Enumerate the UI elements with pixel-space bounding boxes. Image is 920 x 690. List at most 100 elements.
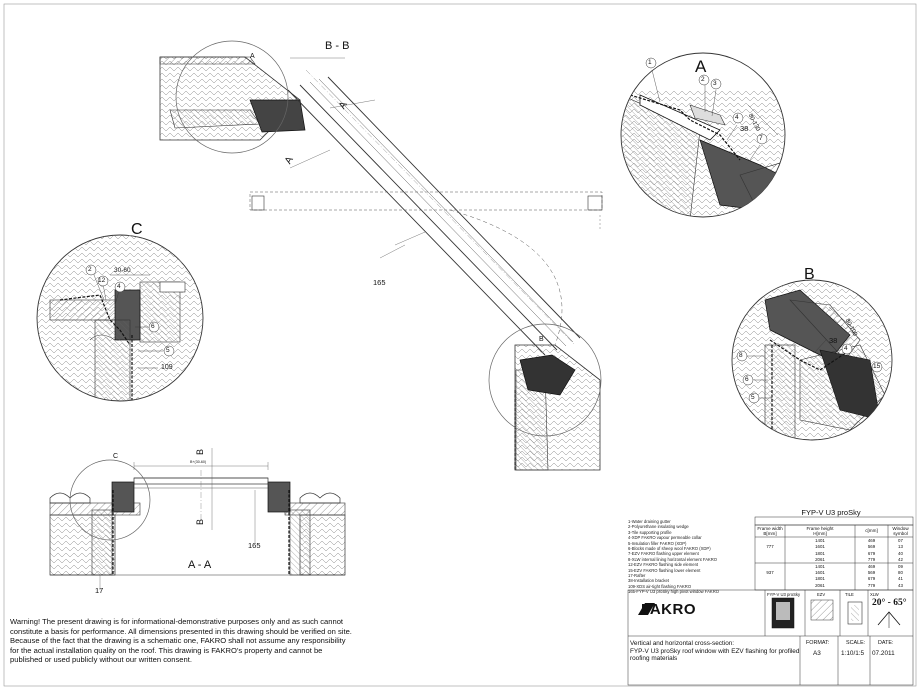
label-tile: TILE: [845, 592, 854, 597]
legend-item: 1-Water draining gutter: [628, 519, 671, 524]
legend-item: 5-Insulation filler FAKRO (XDP): [628, 540, 687, 546]
window-diagonal: [287, 57, 581, 356]
legend-item: 15-EZV FAKRO flashing lower element: [628, 567, 701, 573]
table-cell: 569: [867, 570, 876, 575]
label-xlw: XLW: [870, 592, 879, 597]
table-cell: 1401: [815, 538, 825, 543]
detail-b: [731, 279, 893, 441]
fakro-logo-mark: [638, 603, 655, 615]
scale-value: 1:10/1:5: [841, 650, 865, 657]
legend-item: 7-EZV FAKRO flashing upper element: [628, 551, 699, 557]
section-bb-title: B - B: [325, 40, 350, 52]
table-cell: 937: [766, 570, 774, 575]
detail-a-callout-1: 1: [648, 59, 652, 66]
table-header-symbol: Window symbol: [892, 526, 909, 537]
dim-b-span: B+(30-60): [190, 460, 207, 464]
description-line: roofing materials: [630, 655, 678, 663]
table-cell: 1601: [815, 570, 825, 575]
legend-item: 4-XDP FAKRO vapour permeable collar: [628, 535, 702, 541]
dim-b-vertical-mid: B: [195, 518, 206, 526]
detail-a-title: A: [695, 57, 707, 76]
table-cell: 779: [867, 582, 876, 588]
table-cell: 1601: [815, 544, 825, 550]
warning-text: Warning! The present drawing is for info…: [10, 617, 620, 665]
section-mark-c: C: [113, 453, 119, 460]
detail-b-callout-5: 5: [751, 394, 755, 401]
warning-line: published or used publicly without our w…: [10, 655, 192, 665]
detail-b-callout-38: 38: [829, 336, 838, 345]
detail-c: [36, 234, 204, 402]
title-block-grid: [627, 589, 914, 686]
table-header-c: c[mm]: [865, 528, 878, 533]
table-cell: 41: [898, 576, 903, 582]
date-value: 07.2011: [872, 650, 895, 657]
table-cell: 469: [867, 563, 876, 569]
table-cell: 469: [867, 538, 876, 543]
detail-a-callout-2: 2: [701, 76, 705, 83]
roof-pitch-range: 20° - 65°: [872, 598, 907, 608]
open-window-outline: [249, 191, 603, 346]
dimension-table-grid: [754, 516, 914, 591]
detail-a: [620, 52, 786, 218]
detail-b-callout-8: 8: [739, 352, 743, 359]
sheet-border: [3, 3, 917, 687]
table-cell: 2061: [815, 557, 825, 563]
detail-c-title: C: [131, 221, 143, 238]
table-cell: 679: [867, 550, 876, 556]
legend-item: 109-XDS air-tight flashing FAKRO: [628, 583, 692, 589]
warning-line: constitute a basis for performance. All …: [10, 626, 352, 636]
legend-item: 17-Rafter: [628, 573, 646, 579]
table-cell: 2061: [815, 582, 825, 588]
table-cell: 80: [898, 570, 903, 575]
detail-a-callout-3: 3: [713, 80, 717, 87]
label-ezv: EZV: [817, 592, 826, 597]
scale-label: SCALE:: [846, 640, 866, 646]
table-cell: 09: [898, 563, 903, 569]
detail-c-marker: [69, 459, 151, 541]
drawing-description: Vertical and horizontal cross-section: F…: [630, 640, 799, 663]
legend-item: 38-Installation bracket: [628, 578, 669, 584]
table-cell: 07: [898, 538, 903, 543]
date-label: DATE:: [878, 640, 894, 646]
label-product: FYP-V U3 proSky: [767, 592, 801, 597]
detail-b-marker: [488, 323, 602, 437]
table-cell: 679: [867, 576, 876, 582]
detail-a-callout-4: 4: [735, 114, 739, 121]
detail-c-callout-6: 6: [151, 323, 155, 330]
dim-17: 17: [95, 586, 104, 595]
lower-roof-slab: [514, 344, 601, 471]
section-mark-a-top: A: [250, 53, 255, 60]
parts-legend: 1-Water draining gutter 2-Polyurethane i…: [628, 519, 719, 595]
table-cell: 779: [867, 557, 876, 563]
product-pictograms: [638, 597, 901, 629]
dim-b-vertical-top: B: [195, 448, 206, 456]
warning-line: for the actual installation quality on t…: [10, 645, 323, 655]
table-cell: 13: [898, 544, 903, 550]
table-cell: 1401: [815, 563, 825, 569]
detail-c-callout-4: 4: [117, 283, 121, 290]
legend-item: 3-Tile supporting profile: [628, 529, 672, 535]
detail-b-callout-4: 4: [844, 345, 848, 352]
legend-item: 8-XLW internal lining horizontal element…: [628, 556, 718, 562]
format-label: FORMAT:: [806, 640, 830, 646]
legend-item: 12-EZV FAKRO flashing side element: [628, 562, 699, 568]
detail-a-marker: [175, 40, 289, 154]
detail-a-callout-38: 38: [740, 124, 749, 133]
legend-item: 165-FYP-V U3 proSky high pivot window FA…: [628, 589, 720, 595]
detail-c-callout-5: 5: [166, 347, 170, 354]
description-line: FYP-V U3 proSky roof window with EZV fla…: [630, 647, 800, 655]
legend-item: 6-Blocks made of sheep wool FAKRO (XDP): [628, 546, 711, 552]
table-cell: 42: [898, 557, 903, 563]
detail-c-dim-30-60: 30-60: [114, 267, 131, 274]
upper-roof-slab: [159, 56, 306, 141]
table-title: FYP-V U3 proSky: [801, 508, 861, 517]
table-cell: 40: [898, 550, 903, 556]
table-cell: 43: [898, 582, 903, 588]
detail-b-callout-6: 6: [745, 376, 749, 383]
detail-c-callout-2: 2: [88, 266, 92, 273]
table-cell: 777: [766, 544, 774, 550]
warning-line: Warning! The present drawing is for info…: [10, 617, 344, 626]
section-aa-title: A - A: [188, 559, 212, 571]
format-value: A3: [813, 650, 821, 657]
